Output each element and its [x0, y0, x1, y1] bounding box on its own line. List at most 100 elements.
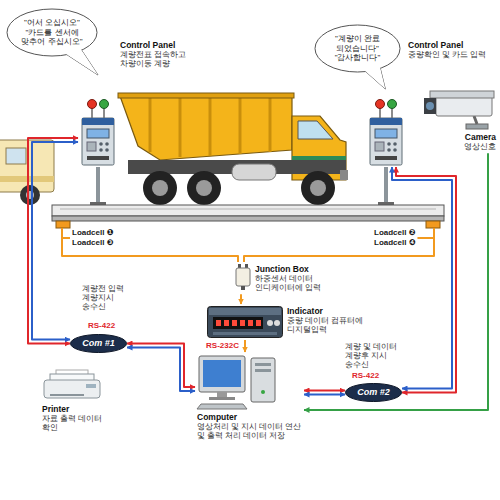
- truck-wheel: [20, 185, 40, 205]
- text-group: Com #1: [82, 338, 115, 349]
- bubble-tail: [63, 47, 98, 75]
- link-description: 계량 및 데이터 계량후 지시 송수신: [345, 342, 409, 369]
- bubble-text: "어서 오십시오" "카드를 센서에 맞추어 주십시오": [21, 18, 83, 47]
- connector-line: [304, 153, 488, 410]
- monitor-screen: [203, 360, 241, 387]
- bubble-body: [7, 9, 97, 56]
- node-description: 자료 출력 데이터 확인: [42, 414, 112, 432]
- red-lamp: [88, 100, 97, 109]
- camera-arm: [474, 116, 477, 124]
- led-digit: [248, 320, 253, 326]
- node-title: Indicator: [287, 306, 323, 316]
- bed-rail: [118, 93, 294, 98]
- connector: [241, 294, 242, 304]
- printer-body: [44, 380, 100, 398]
- cable-gland: [241, 286, 245, 290]
- keypad-button: [393, 148, 397, 152]
- panel-screen: [87, 129, 109, 138]
- dump-bed: [120, 96, 292, 160]
- loadcell: [56, 221, 440, 238]
- pole: [96, 167, 100, 205]
- port-oval: [71, 335, 127, 353]
- node-title: Computer: [197, 412, 237, 422]
- printer-panel: [86, 384, 96, 388]
- indicator-button: [267, 320, 273, 326]
- camera: Camera영상신호: [420, 84, 498, 153]
- node-title: Control Panel: [120, 40, 175, 50]
- cab-window: [298, 121, 333, 139]
- node-title: Printer: [42, 404, 69, 414]
- keypad-button: [393, 142, 397, 146]
- text-group: Loadcell ❷Loadcell ❹: [374, 228, 415, 247]
- wheel-hub: [152, 180, 168, 196]
- text-group: "계량이 완료 되었습니다" "감사합니다": [329, 34, 387, 63]
- green-lamp: [100, 100, 109, 109]
- text-group: Control Panel계량전표 접속하고 차량이동 계량: [120, 40, 202, 68]
- bubble-text: "계량이 완료 되었습니다" "감사합니다": [329, 34, 387, 63]
- connector-line: [396, 167, 456, 393]
- led-digit: [232, 320, 237, 326]
- lens-glass: [426, 102, 434, 110]
- card-sensor: [87, 142, 96, 151]
- text-group: Computer영상처리 및 지시 데이터 연산 및 출력 처리 데이터 저장: [197, 412, 302, 440]
- pc-tower: [251, 358, 275, 402]
- monitor-base: [209, 397, 235, 400]
- wheel: [143, 171, 177, 205]
- connector-line: [392, 167, 452, 389]
- com-port: Com #1: [70, 334, 127, 353]
- bubble-tail-fill: [63, 47, 98, 75]
- led-digit: [256, 320, 261, 326]
- platform-groove: [60, 208, 436, 210]
- node-description: 중량 데이터 컴퓨터에 디지털입력: [287, 316, 371, 334]
- node-description: 하중센서 데이터 인디케이터에 입력: [255, 274, 355, 292]
- loadcell-block: [56, 221, 70, 228]
- indicator-button: [274, 320, 280, 326]
- keypad-button: [387, 148, 391, 152]
- node-description: 계량전표 접속하고 차량이동 계량: [120, 50, 202, 68]
- indicator-housing: [208, 307, 283, 338]
- ticket-slot: [375, 156, 397, 160]
- indicator-keys: [213, 332, 277, 335]
- connector-line: [240, 294, 242, 304]
- weighbridge-platform: [52, 205, 444, 221]
- loadcell-group: Loadcell ❶Loadcell ❸: [70, 226, 115, 249]
- text-group: "어서 오십시오" "카드를 센서에 맞추어 주십시오": [21, 18, 83, 47]
- port-label: Com #1: [82, 338, 115, 349]
- power-light: [261, 390, 265, 394]
- text-group: Camera영상신호: [464, 132, 496, 151]
- loadcell-wire: [62, 228, 434, 238]
- speech-bubble: "계량이 완료 되었습니다" "감사합니다": [314, 24, 401, 73]
- connector-line: [304, 390, 345, 392]
- pole: [384, 167, 388, 205]
- connector: [244, 238, 434, 262]
- cab-stripe: [292, 156, 346, 160]
- cable-gland: [245, 264, 248, 268]
- connector-line: [244, 238, 434, 262]
- led-digit: [216, 320, 221, 326]
- text-group: Control Panel중량확인 및 카드 입력: [408, 40, 486, 59]
- connector: [245, 340, 246, 352]
- printer: Printer자료 출력 데이터 확인: [40, 368, 114, 434]
- connector-line: [62, 238, 238, 262]
- keyboard: [197, 404, 247, 409]
- speech-bubble: "어서 오십시오" "카드를 센서에 맞추어 주십시오": [6, 8, 98, 57]
- text-group: Loadcell ❶Loadcell ❸: [72, 228, 113, 247]
- card-sensor: [375, 142, 384, 151]
- text-group: Junction Box하중센서 데이터 인디케이터에 입력: [255, 264, 355, 292]
- computer: Computer영상처리 및 지시 데이터 연산 및 출력 처리 데이터 저장: [195, 352, 304, 442]
- connector-line: [127, 348, 195, 392]
- node-title: Junction Box: [255, 264, 309, 274]
- indicator: Indicator중량 데이터 컴퓨터에 디지털입력: [205, 304, 373, 340]
- connector: [127, 344, 195, 392]
- node-title: Control Panel: [408, 40, 463, 50]
- cable-gland: [238, 264, 241, 268]
- fuel-tank: [232, 164, 276, 180]
- panel-housing: [82, 118, 114, 165]
- dump-truck: [118, 93, 348, 205]
- indicator-top: [209, 308, 281, 315]
- ticket-slot: [87, 156, 109, 160]
- panel-pole: [90, 167, 394, 205]
- junction-icon: [235, 264, 251, 290]
- loadcell-label: Loadcell ❷: [374, 228, 415, 238]
- control-panel: Control Panel계량전표 접속하고 차량이동 계량: [78, 38, 204, 167]
